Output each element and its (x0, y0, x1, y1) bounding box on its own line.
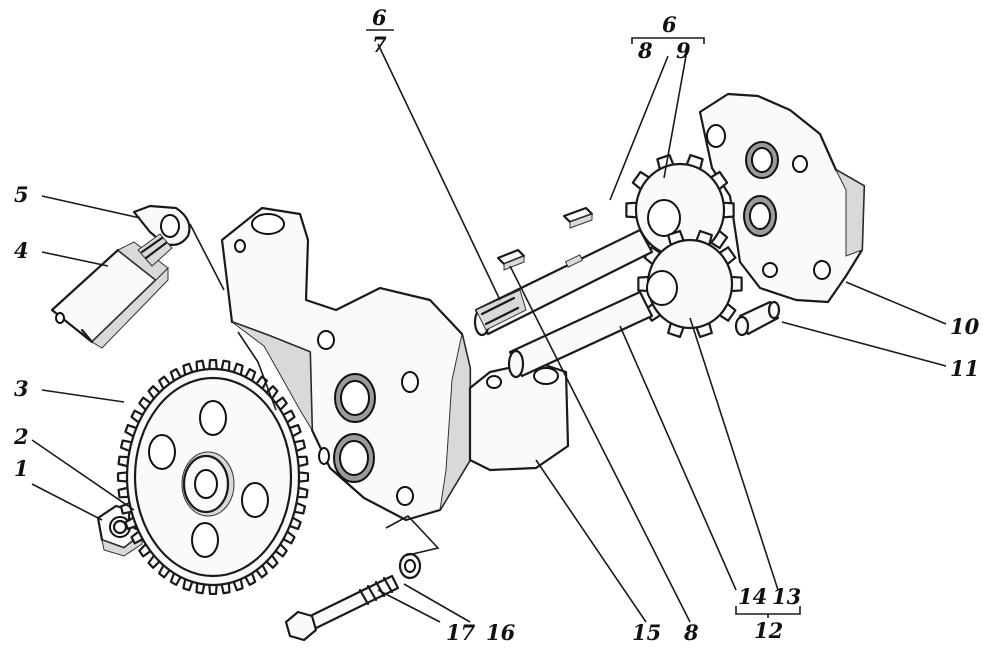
label-15: 15 (632, 620, 661, 645)
part-pump-body (220, 206, 570, 522)
part-drive-shaft (507, 290, 654, 379)
part-bolt (284, 574, 400, 642)
part-gasket (189, 223, 277, 411)
part-tab-washer (132, 204, 191, 267)
label-9: 9 (676, 38, 691, 63)
label-17: 17 (446, 620, 476, 645)
label-11: 11 (950, 356, 979, 381)
part-key-upper (562, 206, 594, 229)
label-10: 10 (950, 314, 980, 339)
part-spring-washer (398, 552, 422, 580)
label-6-top: 6 (372, 5, 387, 30)
part-drive-gear (116, 358, 310, 596)
label-5: 5 (14, 182, 29, 207)
part-labels: 1 2 3 4 5 6 7 6 8 9 10 11 14 13 12 8 15 … (13, 5, 980, 645)
label-16: 16 (486, 620, 516, 645)
part-dowel-pin (734, 300, 781, 337)
label-14: 14 (738, 584, 767, 609)
label-8-top: 8 (637, 38, 653, 63)
part-key-lower (496, 248, 526, 271)
label-3: 3 (14, 376, 29, 401)
label-7: 7 (372, 32, 387, 57)
part-cover (698, 92, 866, 304)
gasket-wire-lower (385, 515, 440, 557)
label-8-bottom: 8 (683, 620, 699, 645)
label-2: 2 (13, 424, 29, 449)
label-12: 12 (754, 618, 783, 643)
label-1: 1 (14, 456, 29, 481)
label-brackets (366, 29, 801, 618)
label-4: 4 (14, 238, 29, 263)
leader-lines (31, 43, 947, 623)
label-6-bracket: 6 (662, 12, 677, 37)
part-driven-shaft (473, 228, 654, 337)
part-coupling-sleeve (50, 241, 169, 349)
label-13: 13 (772, 584, 801, 609)
